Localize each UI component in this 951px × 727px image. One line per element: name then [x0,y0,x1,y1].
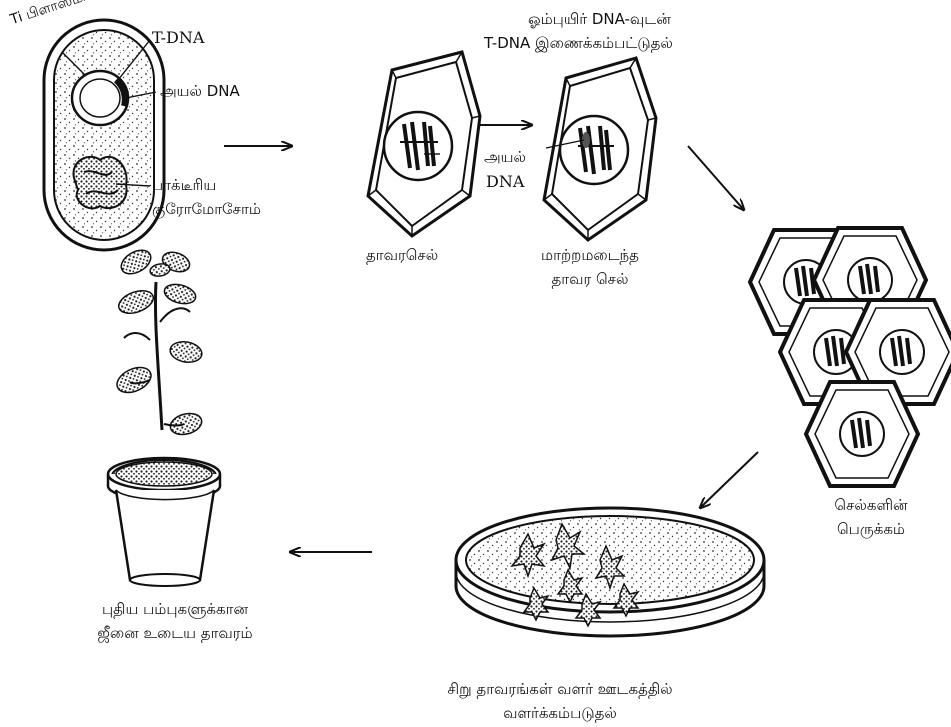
flower-pot [108,458,220,586]
bacterial-chromosome-label-1: பாக்டீரிய [152,176,216,195]
plant-cell-nucleus [384,112,452,180]
arrow-to-cell-multiplication [688,146,744,210]
new-plant-label-1: புதிய பம்புகளுக்கான [60,600,290,619]
t-dna-label: T-DNA [152,28,204,47]
hex-cell [806,382,918,486]
foreign-dna-label-mid-2: DNA [486,172,524,191]
transformed-cell-label-1: மாற்றமடைந்த [530,246,650,265]
cell-multiplication-label-1: செல்களின் [806,496,936,515]
cell-mass [750,228,951,486]
bacterial-chromosome-label-2: குரோமோசோம் [152,200,261,219]
plant-cell-label: தாவரசெல் [366,246,438,265]
integration-label-1: ஓம்புயிர் DNA-வுடன் [528,10,671,29]
culture-label-2: வளர்க்கம்படுதல் [380,704,740,723]
foreign-dna-label-top: அயல் DNA [160,82,240,101]
culture-label-1: சிறு தாவரங்கள் வளர் ஊடகத்தில் [380,680,740,699]
transformed-cell-nucleus [560,116,628,184]
new-plant-label-2: ஜீனை உடைய தாவரம் [60,624,290,643]
integration-label-2: T-DNA இணைக்கம்பட்டுதல் [484,34,673,53]
potted-plant [113,245,204,437]
foreign-dna-label-mid-1: அயல் [484,148,526,167]
transformed-cell-label-2: தாவர செல் [530,270,650,289]
bacterium-cell [44,20,164,250]
cell-multiplication-label-2: பெருக்கம் [806,520,936,539]
arrow-to-culture [700,452,758,508]
bacterial-chromosome [73,157,126,209]
